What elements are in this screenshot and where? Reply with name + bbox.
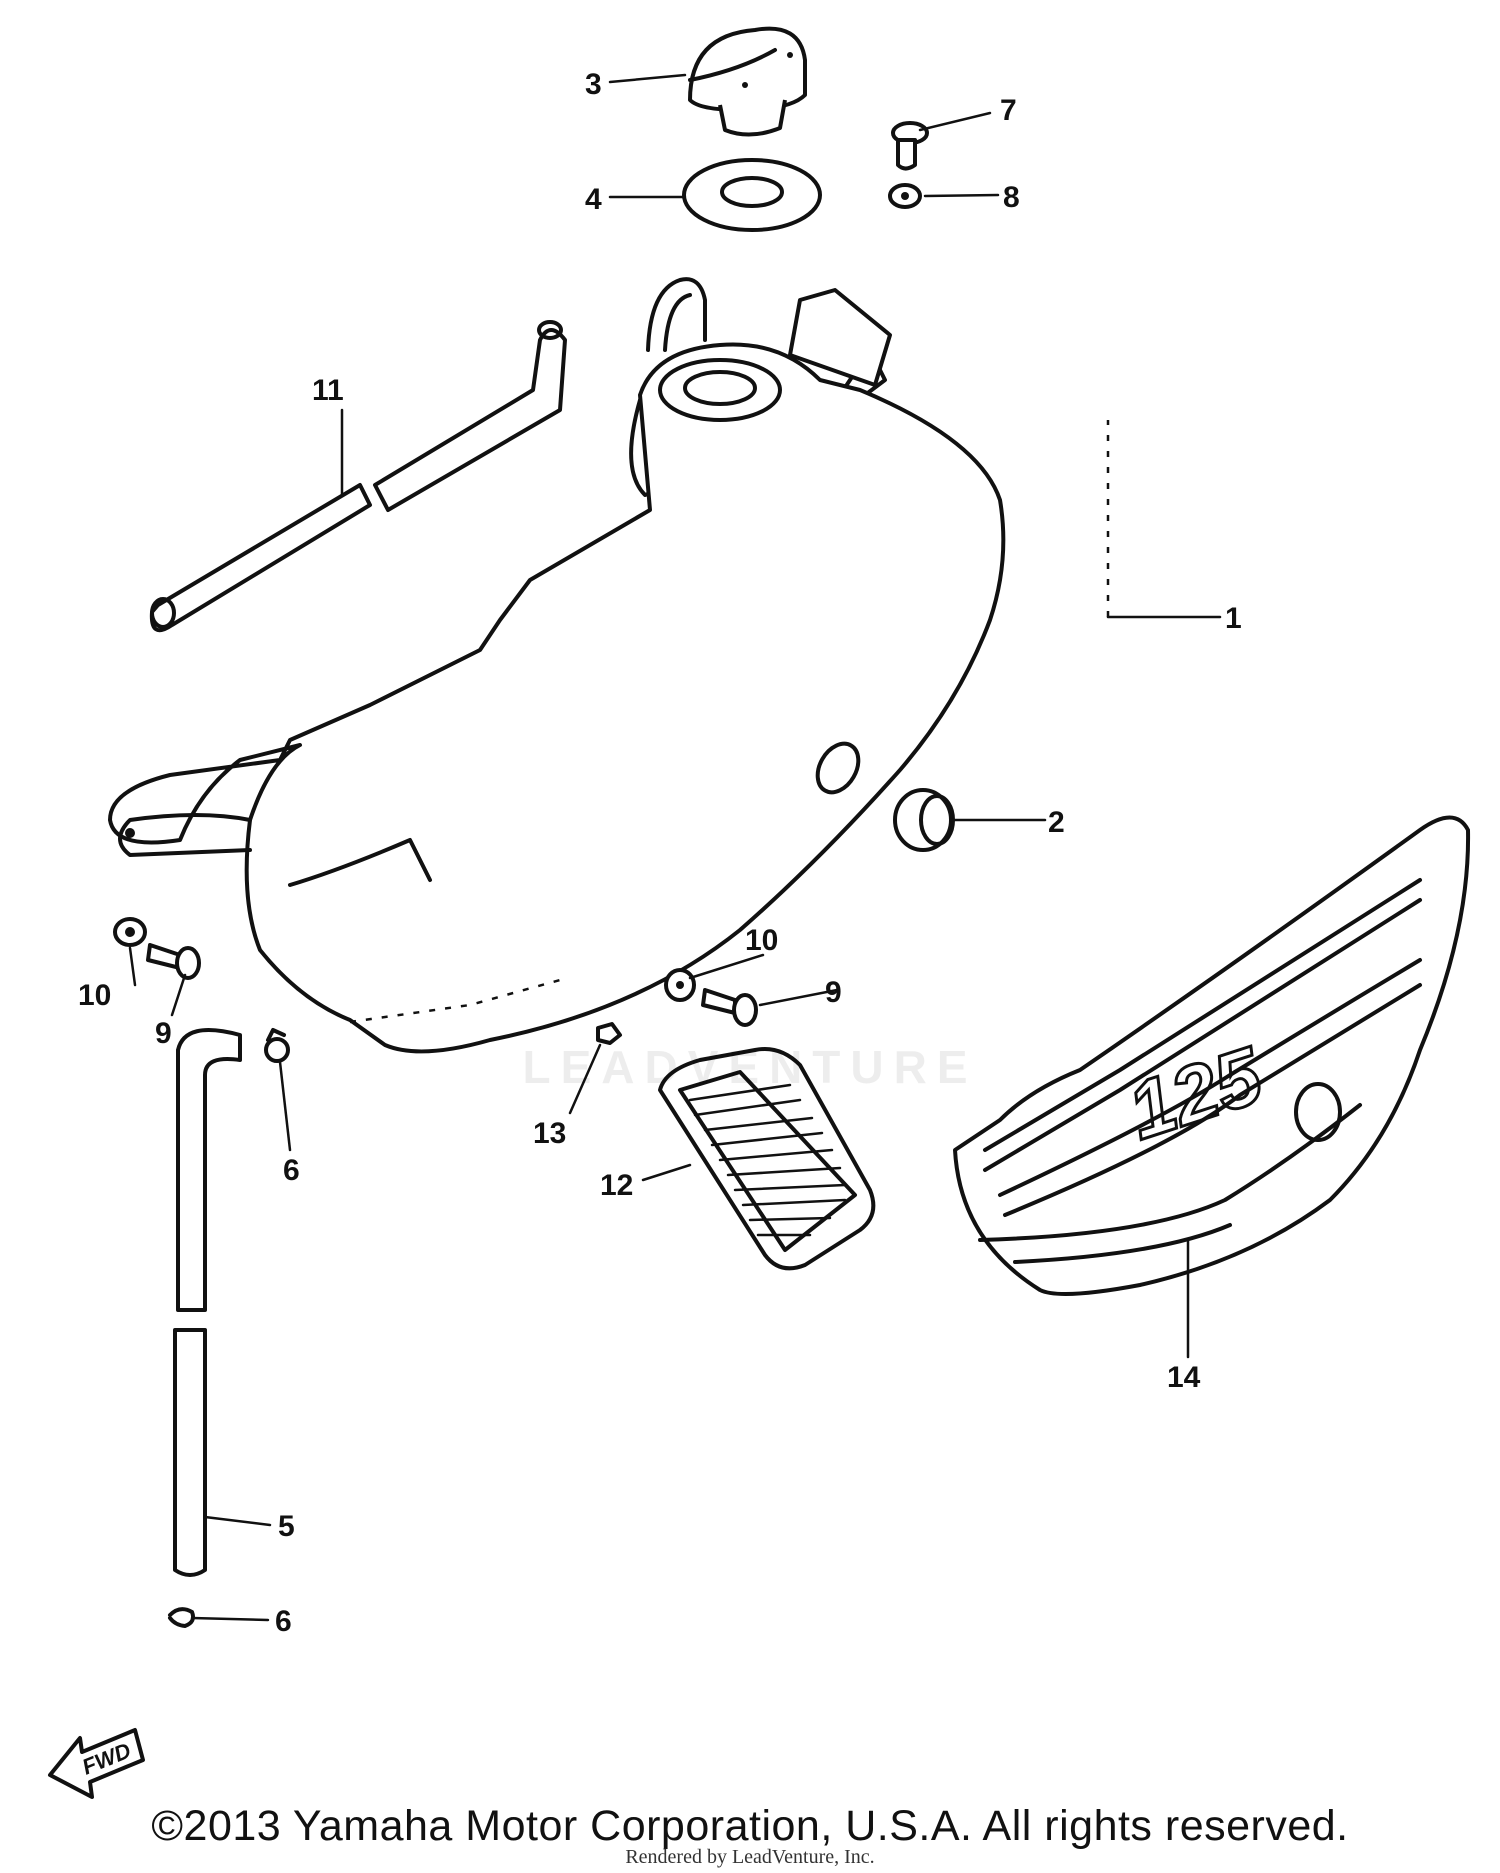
washer-10b[interactable] (664, 968, 696, 1002)
callout-8: 8 (1003, 181, 1020, 214)
cap-gasket[interactable] (682, 158, 822, 232)
nut-13[interactable] (596, 1022, 622, 1045)
callout-3: 3 (585, 68, 602, 101)
callout-10a: 10 (78, 979, 111, 1012)
fwd-arrow-icon: FWD (48, 1728, 145, 1799)
bolt-7[interactable] (891, 121, 929, 171)
leader-lines (128, 73, 1222, 1622)
callout-12: 12 (600, 1169, 633, 1202)
rendered-by-credit: Rendered by LeadVenture, Inc. (625, 1846, 875, 1868)
washer-10a[interactable] (113, 917, 147, 947)
fuel-cap[interactable] (688, 26, 807, 137)
bolt-9a[interactable] (146, 943, 201, 980)
callout-1: 1 (1225, 602, 1242, 635)
callout-2: 2 (1048, 806, 1065, 839)
hose-5[interactable] (173, 1028, 242, 1577)
washer-8[interactable] (888, 183, 922, 209)
grommet-2[interactable] (893, 788, 955, 852)
callout-10b: 10 (745, 924, 778, 957)
bolt-9b[interactable] (701, 988, 758, 1027)
copyright-notice: ©2013 Yamaha Motor Corporation, U.S.A. A… (151, 1802, 1349, 1850)
callout-numbers: 1 2 3 4 5 6 6 7 8 9 9 10 10 11 12 13 14 (78, 68, 1242, 1638)
watermark: LEADVENTURE (522, 1041, 978, 1093)
air-filter-12[interactable] (658, 1047, 876, 1271)
vent-hose-11[interactable] (149, 320, 567, 633)
clip-6a[interactable] (264, 1028, 290, 1063)
callout-9a: 9 (155, 1017, 172, 1050)
callout-7: 7 (1000, 94, 1017, 127)
clip-6b[interactable] (168, 1607, 196, 1628)
callout-6a: 6 (283, 1154, 300, 1187)
callout-14: 14 (1167, 1361, 1201, 1394)
side-cover-14[interactable]: 125 (953, 815, 1471, 1296)
callout-13: 13 (533, 1117, 566, 1150)
fuel-tank[interactable] (108, 277, 1006, 1054)
callout-11: 11 (312, 374, 344, 407)
callout-5: 5 (278, 1510, 295, 1543)
callout-4: 4 (585, 183, 602, 216)
callout-6b: 6 (275, 1605, 292, 1638)
callout-9b: 9 (825, 976, 842, 1009)
